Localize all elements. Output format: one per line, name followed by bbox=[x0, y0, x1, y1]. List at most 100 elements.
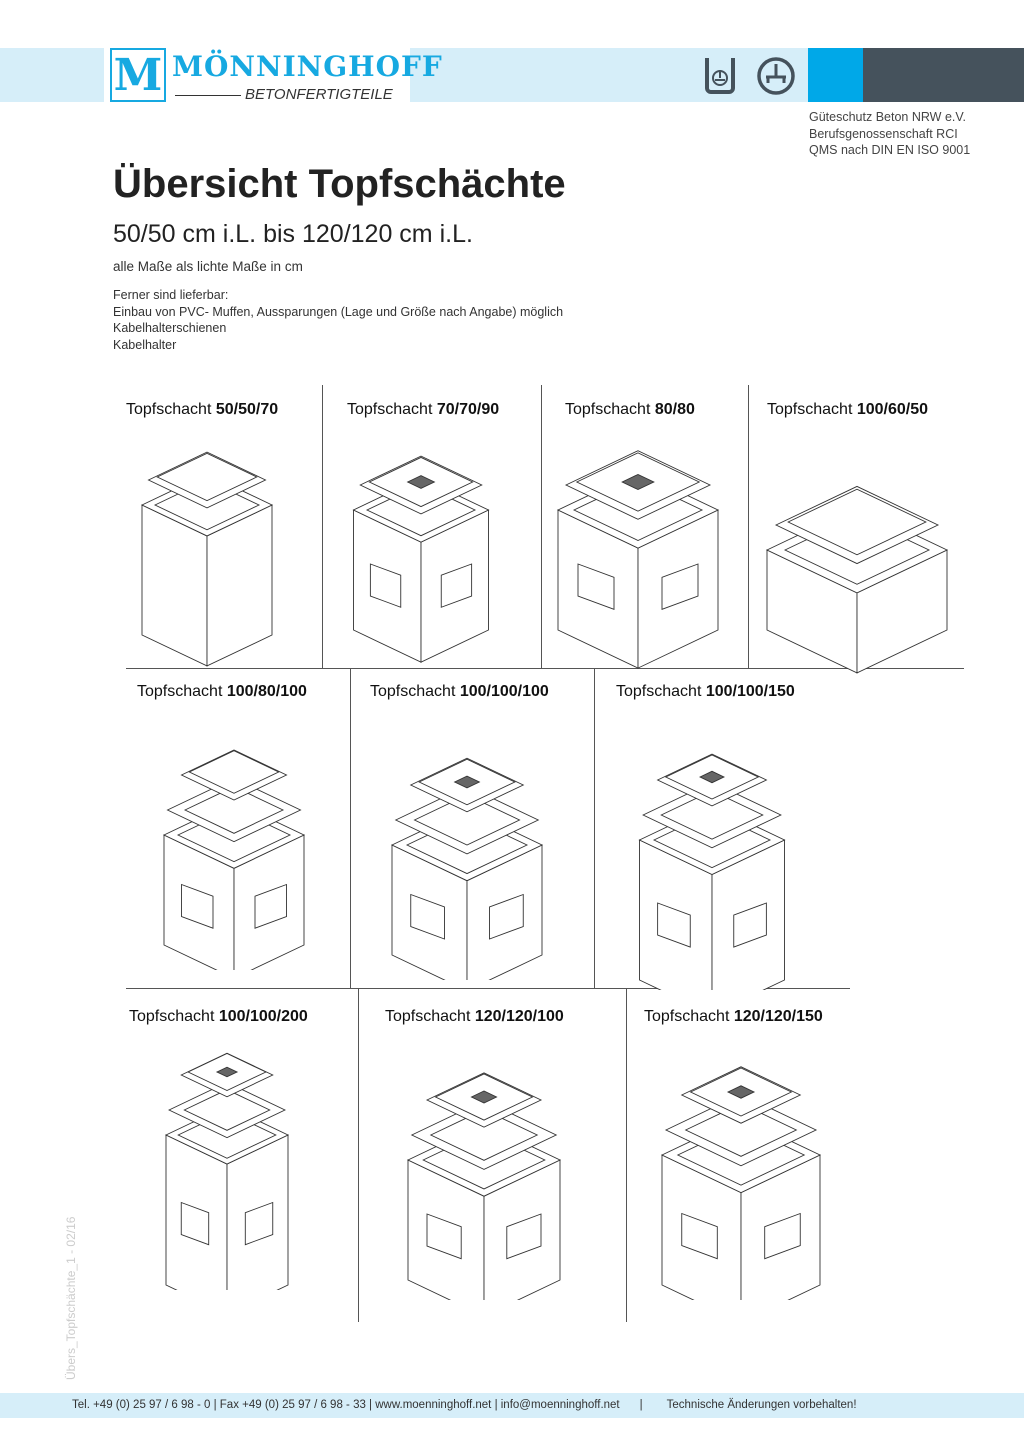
grate-icon bbox=[470, 1090, 498, 1104]
divider bbox=[358, 988, 359, 1322]
product-title: Topfschacht 100/100/200 bbox=[129, 1008, 308, 1026]
header-band-accent bbox=[808, 48, 863, 102]
shaft-drawing bbox=[164, 1052, 290, 1290]
product-size: 100/100/150 bbox=[705, 683, 795, 700]
grate-icon bbox=[406, 475, 436, 489]
product-prefix: Topfschacht bbox=[616, 683, 706, 700]
divider bbox=[322, 385, 323, 668]
cert-line: Berufsgenossenschaft RCI bbox=[809, 126, 958, 141]
shaft-quality-icon bbox=[705, 58, 735, 94]
load-class-icon bbox=[757, 57, 795, 95]
shaft-drawing bbox=[140, 451, 274, 667]
window-opening bbox=[244, 1201, 274, 1246]
product-prefix: Topfschacht bbox=[370, 683, 460, 700]
window-opening bbox=[764, 1212, 801, 1260]
dimension-note: alle Maße als lichte Maße in cm bbox=[113, 259, 303, 274]
window-opening bbox=[254, 883, 287, 929]
grate-icon bbox=[621, 473, 655, 491]
product-size: 100/100/100 bbox=[459, 683, 549, 700]
shaft-drawing bbox=[556, 450, 720, 669]
product-title: Topfschacht 100/100/150 bbox=[616, 683, 795, 701]
tagline: BETONFERTIGTEILE bbox=[245, 86, 393, 103]
certifications: Güteschutz Beton NRW e.V. Berufsgenossen… bbox=[809, 109, 970, 159]
product-title: Topfschacht 100/60/50 bbox=[767, 401, 928, 419]
shaft-drawing bbox=[660, 1066, 822, 1300]
window-opening bbox=[440, 563, 473, 608]
product-prefix: Topfschacht bbox=[137, 683, 227, 700]
shaft-drawing bbox=[352, 455, 490, 663]
product-prefix: Topfschacht bbox=[347, 401, 437, 418]
product-size: 50/50/70 bbox=[215, 401, 279, 418]
window-opening bbox=[426, 1213, 462, 1260]
product-size: 120/120/100 bbox=[474, 1008, 564, 1025]
product-prefix: Topfschacht bbox=[767, 401, 857, 418]
product-prefix: Topfschacht bbox=[565, 401, 655, 418]
window-opening bbox=[681, 1212, 718, 1260]
divider bbox=[126, 988, 850, 989]
product-size: 70/70/90 bbox=[436, 401, 500, 418]
header-band-dark bbox=[863, 48, 1024, 102]
product-prefix: Topfschacht bbox=[385, 1008, 475, 1025]
cert-line: QMS nach DIN EN ISO 9001 bbox=[809, 143, 971, 157]
product-size: 100/100/200 bbox=[218, 1008, 308, 1025]
tagline-rule bbox=[175, 95, 241, 96]
ring-opening bbox=[183, 1089, 271, 1131]
product-size: 100/80/100 bbox=[226, 683, 307, 700]
shaft-drawing bbox=[162, 749, 306, 970]
ring-opening bbox=[183, 786, 285, 834]
divider bbox=[541, 385, 542, 668]
cover-lid bbox=[188, 750, 280, 794]
window-opening bbox=[410, 893, 445, 940]
cert-line: Güteschutz Beton NRW e.V. bbox=[809, 110, 967, 124]
ring-opening bbox=[660, 790, 764, 840]
window-opening bbox=[506, 1213, 542, 1260]
window-opening bbox=[369, 563, 402, 608]
grate-icon bbox=[698, 770, 726, 784]
shaft-drawing bbox=[765, 485, 949, 674]
window-opening bbox=[733, 902, 767, 948]
shaft-drawing bbox=[406, 1072, 562, 1300]
product-prefix: Topfschacht bbox=[126, 401, 216, 418]
divider bbox=[126, 668, 964, 669]
product-title: Topfschacht 120/120/100 bbox=[385, 1008, 564, 1026]
page-title: Übersicht Topfschächte bbox=[113, 162, 566, 206]
window-opening bbox=[661, 563, 699, 610]
product-title: Topfschacht 50/50/70 bbox=[126, 401, 278, 419]
product-size: 80/80 bbox=[654, 401, 695, 418]
divider bbox=[626, 988, 627, 1322]
footer: Tel. +49 (0) 25 97 / 6 98 - 0 | Fax +49 … bbox=[0, 1393, 1024, 1418]
page-subtitle: 50/50 cm i.L. bis 120/120 cm i.L. bbox=[113, 220, 473, 248]
logo-mark: M bbox=[110, 48, 166, 102]
divider bbox=[594, 668, 595, 988]
product-size: 120/120/150 bbox=[733, 1008, 823, 1025]
product-size: 100/60/50 bbox=[856, 401, 929, 418]
product-title: Topfschacht 120/120/150 bbox=[644, 1008, 823, 1026]
footer-separator: | bbox=[639, 1399, 643, 1411]
extras-list: Ferner sind lieferbar: Einbau von PVC- M… bbox=[113, 287, 563, 353]
grate-icon bbox=[453, 775, 481, 789]
grate-icon bbox=[215, 1066, 239, 1078]
window-opening bbox=[180, 1201, 210, 1246]
divider bbox=[748, 385, 749, 668]
product-title: Topfschacht 100/80/100 bbox=[137, 683, 307, 701]
grate-icon bbox=[726, 1085, 756, 1099]
brand-name: MÖNNINGHOFF bbox=[172, 50, 443, 83]
product-prefix: Topfschacht bbox=[129, 1008, 219, 1025]
window-opening bbox=[181, 883, 214, 929]
window-opening bbox=[657, 902, 691, 948]
document-code: Übers_Topfschächte_1 - 02/16 bbox=[64, 1216, 78, 1380]
cover-lid bbox=[156, 452, 258, 502]
extras-line: Ferner sind lieferbar: bbox=[113, 288, 229, 302]
extras-line: Kabelhalter bbox=[113, 337, 177, 352]
shaft-drawing bbox=[390, 757, 544, 980]
window-opening bbox=[489, 893, 524, 940]
extras-line: Einbau von PVC- Muffen, Aussparungen (La… bbox=[113, 304, 564, 319]
footer-contact: Tel. +49 (0) 25 97 / 6 98 - 0 | Fax +49 … bbox=[72, 1399, 620, 1411]
product-title: Topfschacht 100/100/100 bbox=[370, 683, 549, 701]
product-title: Topfschacht 80/80 bbox=[565, 401, 695, 419]
divider bbox=[350, 668, 351, 988]
extras-line: Kabelhalterschienen bbox=[113, 321, 227, 336]
cover-lid bbox=[787, 488, 927, 556]
product-title: Topfschacht 70/70/90 bbox=[347, 401, 499, 419]
shaft-drawing bbox=[638, 753, 786, 990]
